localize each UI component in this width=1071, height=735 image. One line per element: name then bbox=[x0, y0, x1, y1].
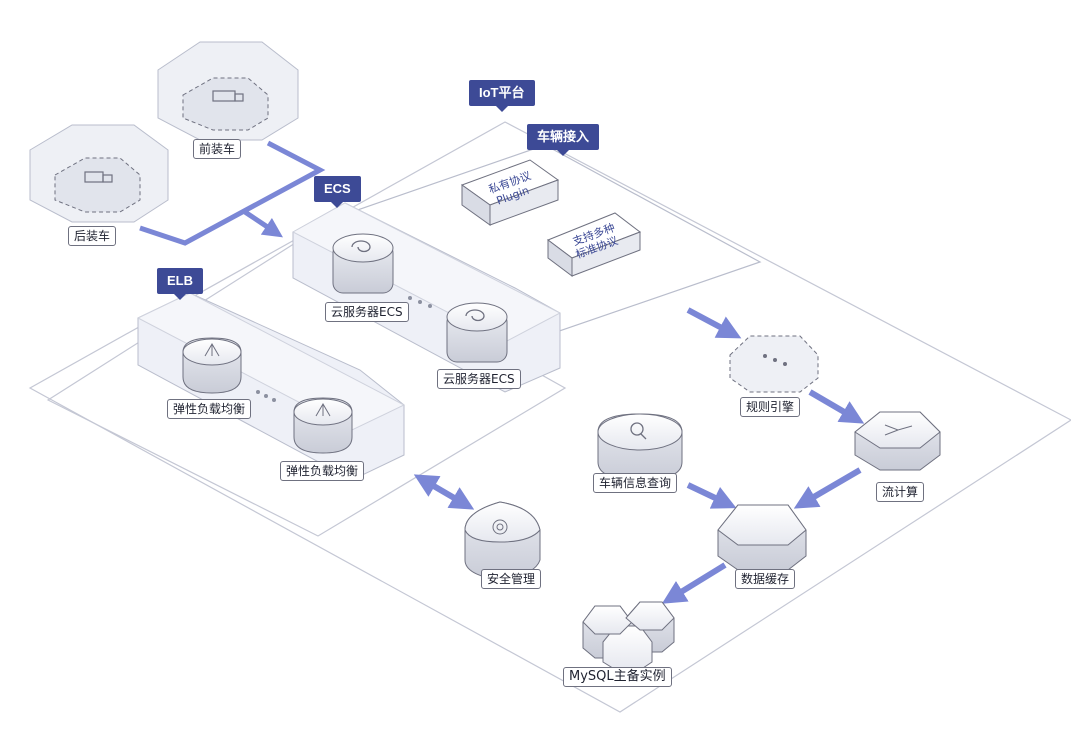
search-icon bbox=[630, 422, 647, 440]
ecs-server-1-label: 云服务器ECS bbox=[325, 302, 409, 322]
to-stream-compute-arrow bbox=[808, 389, 865, 424]
vehicle-query-label: 车辆信息查询 bbox=[593, 473, 678, 493]
elb-node-2 bbox=[293, 397, 353, 454]
security-node bbox=[464, 501, 541, 581]
standard-protocol-card: 支持多种 标准协议 bbox=[546, 212, 642, 277]
data-cache-node bbox=[717, 504, 807, 571]
rule-engine-label: 规则引擎 bbox=[740, 397, 801, 417]
vehicle-query-node bbox=[597, 413, 683, 481]
front-car-box bbox=[157, 41, 299, 141]
to-ecs-arrow bbox=[243, 209, 283, 238]
load-balancer-icon bbox=[315, 403, 331, 417]
ecs-tag: ECS bbox=[314, 176, 361, 208]
ecs-dots bbox=[408, 296, 432, 308]
elb-node-1-label: 弹性负载均衡 bbox=[167, 399, 252, 419]
paperclip-icon bbox=[465, 309, 485, 322]
security-label: 安全管理 bbox=[481, 569, 542, 589]
stream-compute-label: 流计算 bbox=[876, 482, 925, 502]
flow-icon bbox=[884, 424, 913, 436]
mysql-node bbox=[582, 601, 675, 671]
elb-node-1 bbox=[182, 337, 242, 394]
ecs-server-1 bbox=[332, 233, 394, 294]
cache-to-mysql-arrow bbox=[661, 562, 727, 604]
elb-tag: ELB bbox=[157, 268, 203, 300]
front-car-label: 前装车 bbox=[193, 139, 242, 159]
rear-car-label: 后装车 bbox=[68, 226, 117, 246]
gear-icon bbox=[492, 519, 508, 535]
truck-icon bbox=[84, 171, 113, 183]
compute-plane bbox=[46, 239, 567, 537]
stream-to-cache-arrow bbox=[793, 467, 862, 509]
ellipsis-icon bbox=[763, 354, 787, 366]
elb-node-2-label: 弹性负载均衡 bbox=[280, 461, 365, 481]
elb-dots bbox=[256, 390, 276, 402]
truck-icon bbox=[212, 90, 244, 102]
rear-car-box bbox=[29, 124, 169, 223]
front-car-link bbox=[139, 140, 326, 246]
vehicle-access-tag: 车辆接入 bbox=[527, 124, 600, 156]
security-link-arrow bbox=[413, 474, 475, 510]
mysql-label: MySQL主备实例 bbox=[563, 667, 672, 687]
query-to-cache-arrow bbox=[686, 482, 737, 509]
ecs-server-2 bbox=[446, 302, 508, 363]
load-balancer-icon bbox=[204, 343, 220, 357]
stream-compute-node bbox=[854, 411, 941, 471]
rule-engine-node bbox=[729, 335, 819, 393]
data-cache-label: 数据缓存 bbox=[735, 569, 796, 589]
ecs-server-2-label: 云服务器ECS bbox=[437, 369, 521, 389]
private-protocol-card: 私有协议 Plugin bbox=[460, 159, 560, 226]
iot-platform-tag: IoT平台 bbox=[469, 80, 535, 112]
to-rule-engine-arrow bbox=[686, 307, 742, 339]
paperclip-icon bbox=[351, 240, 371, 253]
